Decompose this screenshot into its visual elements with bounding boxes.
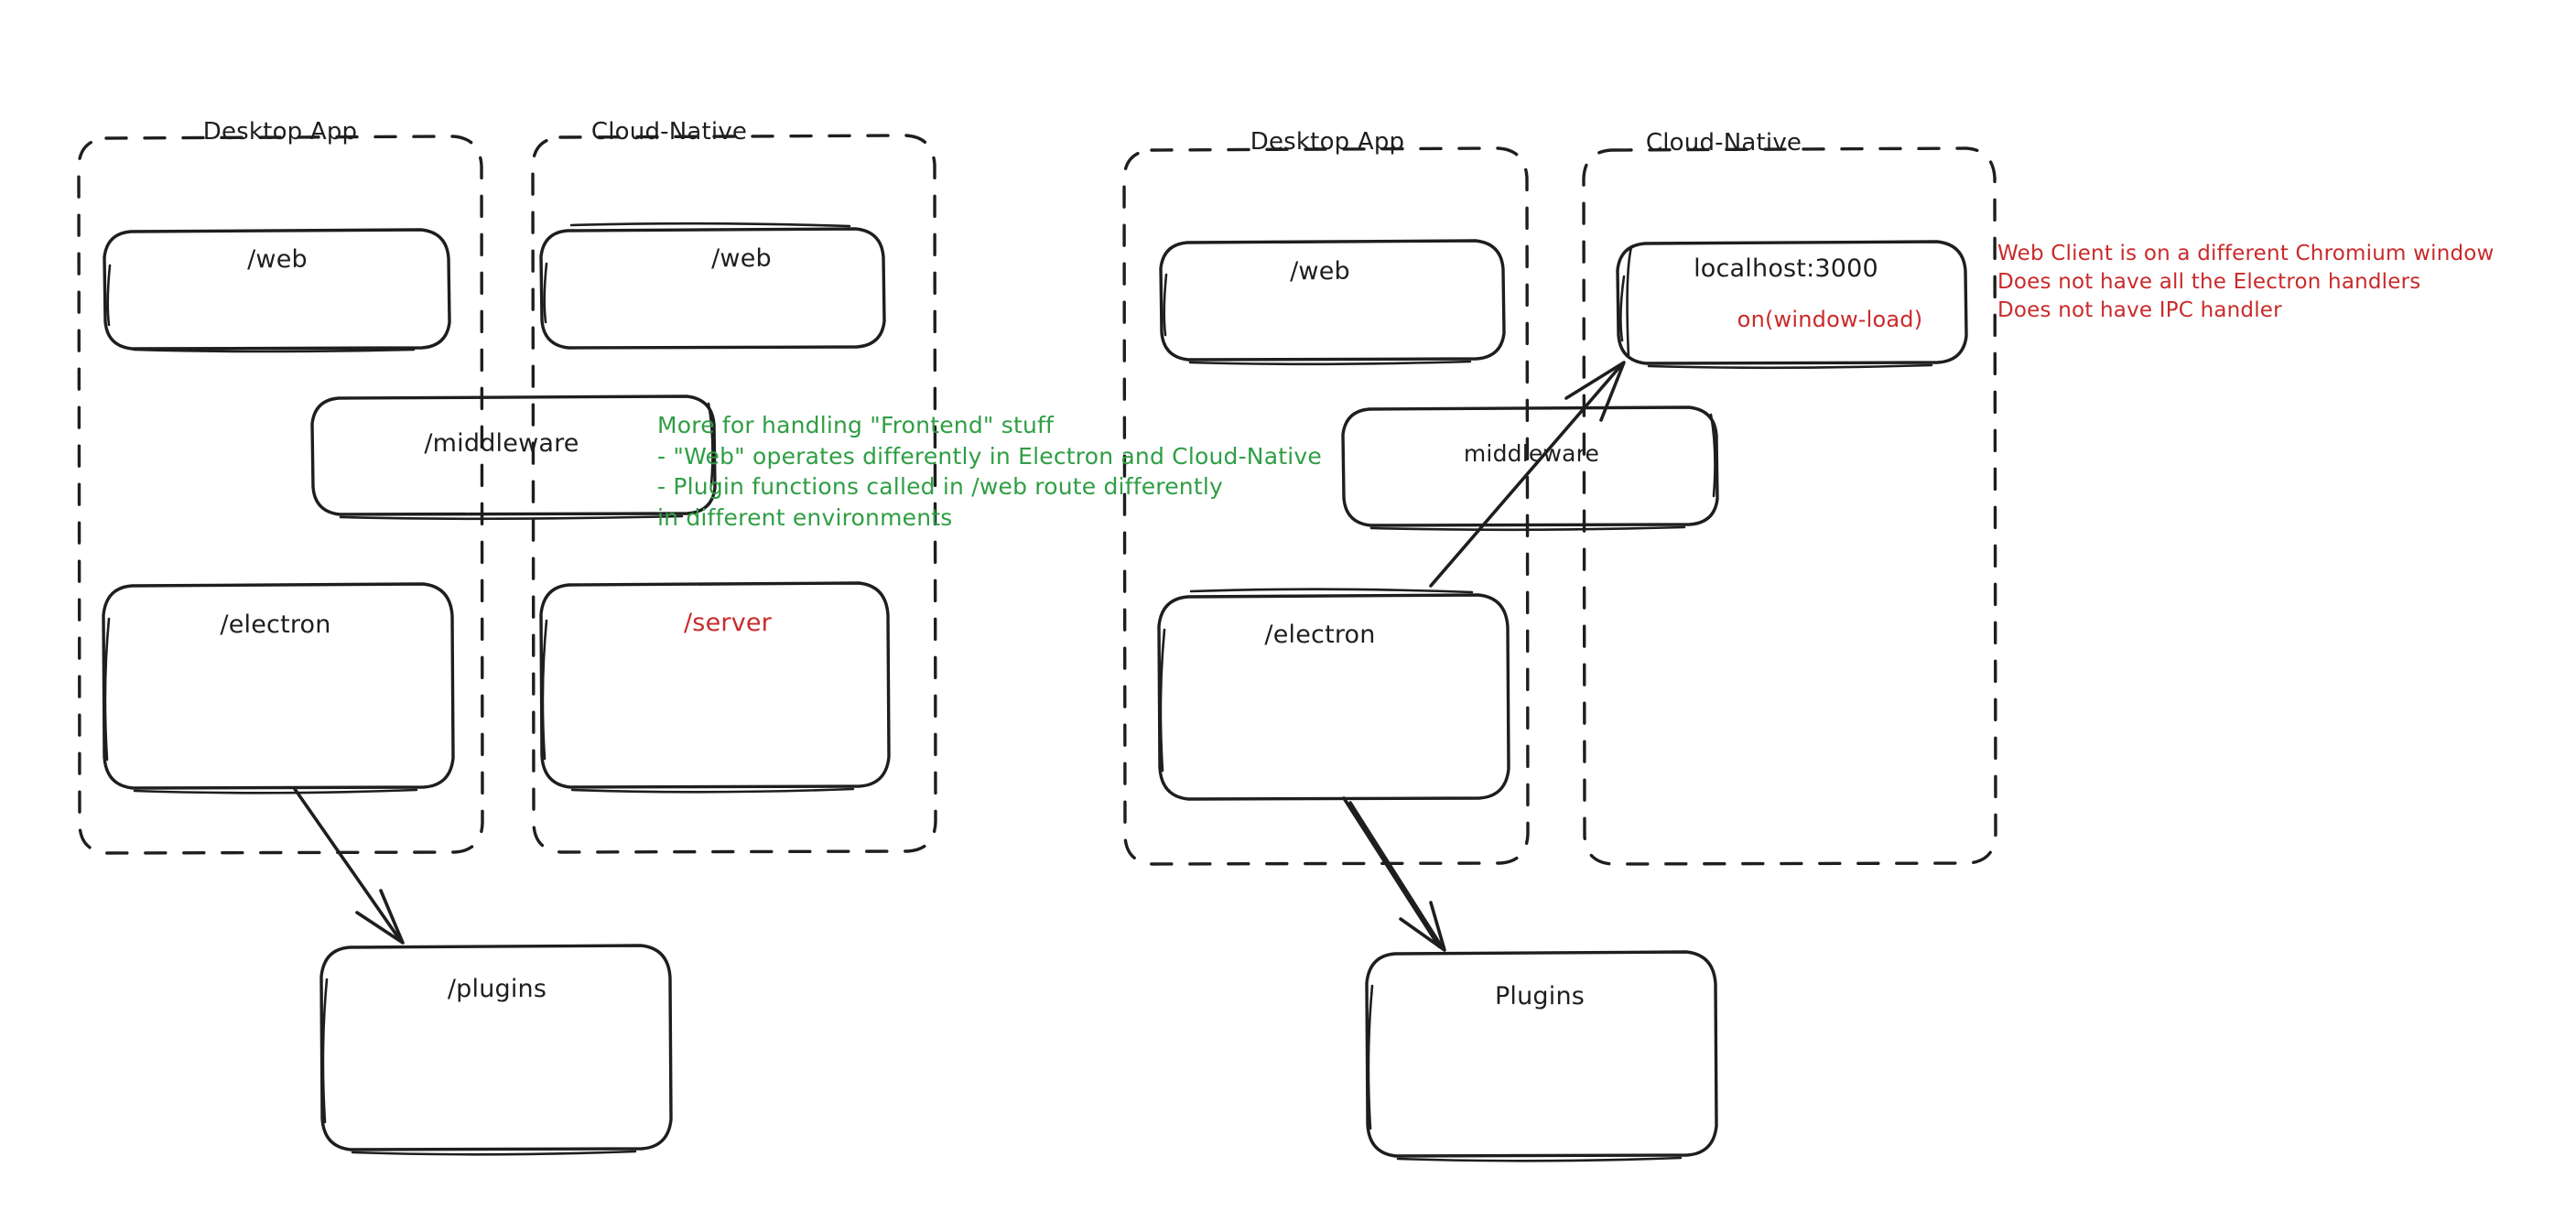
right-red-annotation: Web Client is on a different Chromium wi… xyxy=(1997,242,2495,322)
right-plugins-box[interactable] xyxy=(1365,950,1718,1162)
right-electron-box[interactable] xyxy=(1157,588,1510,801)
right-localhost-box[interactable] xyxy=(1616,240,1968,370)
right-desktop-web-label: /web xyxy=(1290,257,1350,286)
left-middleware-box[interactable] xyxy=(310,394,717,521)
left-electron-to-plugins-arrow xyxy=(293,787,405,945)
left-desktop-web-label: /web xyxy=(247,245,308,274)
right-cloud-native-container xyxy=(1582,146,1997,866)
left-plugins-label: /plugins xyxy=(447,975,547,1003)
left-plugins-box[interactable] xyxy=(319,944,673,1156)
left-desktop-app-container xyxy=(77,135,484,855)
right-electron-to-plugins-arrow xyxy=(1342,796,1446,952)
left-desktop-app-title: Desktop App xyxy=(202,118,358,146)
right-desktop-web-box[interactable] xyxy=(1159,239,1506,366)
left-cloud-web-box[interactable] xyxy=(539,222,886,350)
left-server-label: /server xyxy=(684,609,772,637)
left-desktop-web-box[interactable] xyxy=(103,228,451,353)
right-electron-label: /electron xyxy=(1264,621,1376,649)
left-cloud-native-title: Cloud-Native xyxy=(590,118,748,146)
left-middleware-label: /middleware xyxy=(424,429,579,458)
right-desktop-app-container xyxy=(1122,146,1530,866)
left-electron-box[interactable] xyxy=(102,582,455,794)
left-server-box[interactable] xyxy=(539,581,891,794)
right-localhost-label: localhost:3000 xyxy=(1694,254,1878,283)
right-localhost-sublabel: on(window-load) xyxy=(1737,307,1923,332)
right-electron-to-localhost-arrow xyxy=(1429,361,1626,588)
right-middleware-label: middleware xyxy=(1463,440,1600,467)
left-cloud-web-label: /web xyxy=(711,244,772,273)
left-green-annotation: More for handling "Frontend" stuff - "We… xyxy=(657,412,1322,531)
right-desktop-app-title: Desktop App xyxy=(1250,128,1405,156)
right-plugins-label: Plugins xyxy=(1494,982,1586,1010)
right-cloud-native-title: Cloud-Native xyxy=(1645,129,1802,157)
left-electron-label: /electron xyxy=(220,611,331,639)
right-middleware-box[interactable] xyxy=(1341,405,1719,532)
left-cloud-native-container xyxy=(531,134,937,854)
